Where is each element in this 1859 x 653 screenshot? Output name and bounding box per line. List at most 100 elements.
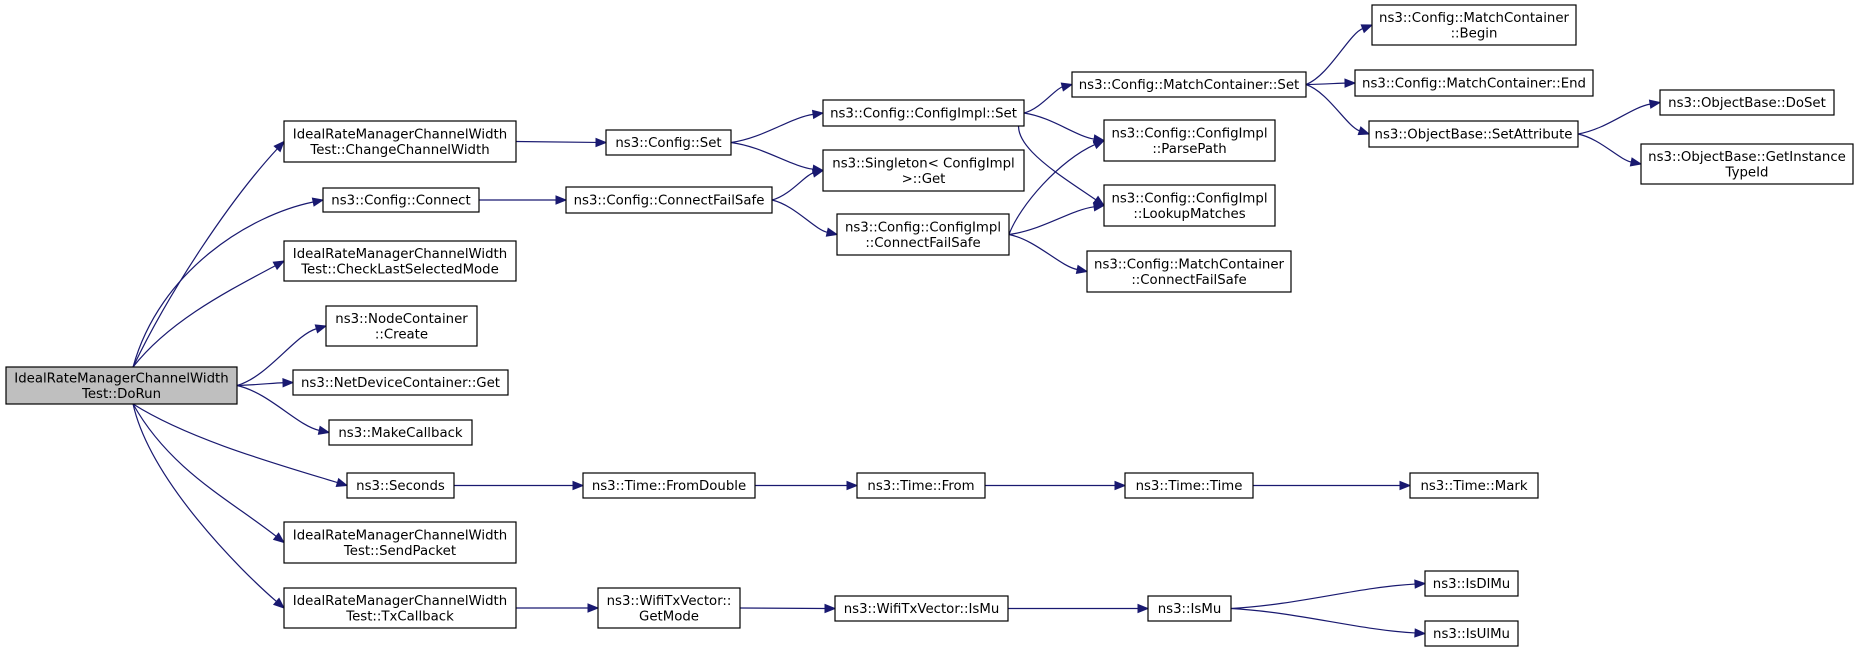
edge-mcset-to-setattr [1305, 83, 1371, 136]
node-singleton[interactable]: ns3::Singleton< ConfigImpl >::Get [822, 149, 1025, 192]
edge-dorun-to-checklast [132, 260, 286, 368]
node-sendpacket[interactable]: IdealRateManagerChannelWidthTest::SendPa… [283, 521, 517, 564]
node-label: ns3::Config::ConnectFailSafe [574, 194, 765, 209]
edge-fromdouble-to-from [754, 480, 859, 491]
node-label: ns3::Config::Connect [331, 194, 470, 209]
call-nodes: IdealRateManagerChannelWidthTest::DoRunI… [5, 4, 1854, 647]
edge-ismu_vec-to-ismu [1008, 603, 1150, 614]
node-label: ns3::Config::ConfigImpl [1111, 191, 1267, 206]
node-label: ::Begin [1451, 26, 1498, 41]
edge-implset-to-lookup [1017, 112, 1106, 207]
edge-mcset-to-mcend [1305, 78, 1357, 88]
node-implset[interactable]: ns3::Config::ConfigImpl::Set [822, 99, 1025, 127]
node-label: >::Get [902, 172, 946, 187]
edge-getmode-to-ismu_vec [739, 603, 837, 614]
node-getmode[interactable]: ns3::WifiTxVector::GetMode [597, 587, 741, 629]
edge-connect-to-connfailsafe [479, 195, 568, 205]
edge-implcfs-to-mccfs [1008, 233, 1089, 275]
edge-time-to-mark [1252, 480, 1412, 491]
edge-connfailsafe-to-implcfs [771, 199, 839, 237]
edge-configset-to-singleton [730, 141, 825, 174]
edge-txcb-to-getmode [515, 603, 600, 613]
node-label: ns3::WifiTxVector::IsMu [844, 602, 1000, 617]
edge-setattr-to-doset [1577, 99, 1662, 135]
node-label: ns3::Config::MatchContainer::Set [1079, 78, 1300, 93]
node-time[interactable]: ns3::Time::Time [1124, 472, 1254, 499]
edge-dorun-to-connect [132, 197, 325, 368]
node-label: ns3::ObjectBase::DoSet [1668, 96, 1826, 111]
node-parsepath[interactable]: ns3::Config::ConfigImpl::ParsePath [1103, 119, 1276, 162]
node-label: ns3::MakeCallback [338, 426, 463, 441]
node-mcbegin[interactable]: ns3::Config::MatchContainer::Begin [1371, 4, 1577, 46]
node-mark[interactable]: ns3::Time::Mark [1409, 472, 1539, 499]
node-label: ns3::IsMu [1158, 602, 1222, 617]
node-seconds[interactable]: ns3::Seconds [346, 472, 455, 499]
edge-dorun-to-netget [236, 378, 295, 388]
node-label: ns3::Time::Time [1136, 479, 1243, 494]
edge-dorun-to-makecb [236, 384, 331, 435]
edge-dorun-to-change [132, 140, 285, 368]
node-label: ::ConnectFailSafe [865, 236, 980, 251]
edge-setattr-to-getinst [1577, 133, 1643, 167]
edge-implcfs-to-parsepath [1008, 139, 1106, 235]
node-fromdouble[interactable]: ns3::Time::FromDouble [582, 472, 756, 499]
node-ismu_vec[interactable]: ns3::WifiTxVector::IsMu [834, 595, 1009, 622]
node-isulmu[interactable]: ns3::IsUlMu [1424, 620, 1519, 647]
node-label: IdealRateManagerChannelWidth [293, 127, 507, 142]
edge-mcset-to-mcbegin [1305, 24, 1374, 86]
edge-configset-to-implset [730, 109, 825, 144]
node-label: ns3::Config::MatchContainer [1094, 257, 1284, 272]
node-nodecreate[interactable]: ns3::NodeContainer::Create [325, 305, 478, 347]
edge-seconds-to-fromdouble [453, 480, 585, 491]
node-label: ns3::Config::Set [615, 136, 721, 151]
node-change[interactable]: IdealRateManagerChannelWidthTest::Change… [283, 120, 517, 163]
node-label: IdealRateManagerChannelWidth [293, 594, 507, 609]
edge-ismu-to-isdlmu [1230, 579, 1427, 610]
node-mcend[interactable]: ns3::Config::MatchContainer::End [1354, 69, 1594, 97]
call-edges [132, 24, 1662, 638]
node-label: ns3::Config::MatchContainer [1379, 11, 1569, 26]
edge-implcfs-to-lookup [1008, 202, 1106, 236]
edge-dorun-to-seconds [132, 403, 349, 487]
node-label: ns3::NetDeviceContainer::Get [301, 376, 500, 391]
node-lookup[interactable]: ns3::Config::ConfigImpl::LookupMatches [1103, 184, 1276, 227]
node-configset[interactable]: ns3::Config::Set [605, 129, 732, 156]
node-checklast[interactable]: IdealRateManagerChannelWidthTest::CheckL… [283, 240, 517, 282]
node-netget[interactable]: ns3::NetDeviceContainer::Get [292, 369, 509, 396]
node-label: ns3::Singleton< ConfigImpl [832, 156, 1014, 171]
node-ismu[interactable]: ns3::IsMu [1147, 595, 1232, 622]
edge-connfailsafe-to-singleton [771, 168, 825, 201]
node-isdlmu[interactable]: ns3::IsDlMu [1424, 570, 1519, 597]
node-label: ns3::ObjectBase::GetInstance [1648, 150, 1846, 165]
node-doset[interactable]: ns3::ObjectBase::DoSet [1659, 89, 1835, 116]
node-label: ns3::Seconds [356, 479, 445, 494]
node-label: TypeId [1725, 165, 1769, 180]
node-label: ns3::Config::ConfigImpl::Set [830, 107, 1017, 122]
edge-implset-to-mcset [1023, 82, 1074, 114]
node-connfailsafe[interactable]: ns3::Config::ConnectFailSafe [565, 186, 773, 214]
node-mcset[interactable]: ns3::Config::MatchContainer::Set [1071, 71, 1307, 98]
node-from[interactable]: ns3::Time::From [856, 472, 986, 499]
node-label: ns3::Time::From [867, 479, 974, 494]
node-label: ::LookupMatches [1133, 207, 1245, 222]
edge-dorun-to-nodecreate [236, 324, 328, 387]
node-label: ::ConnectFailSafe [1131, 273, 1246, 288]
node-label: IdealRateManagerChannelWidth [293, 247, 507, 262]
node-connect[interactable]: ns3::Config::Connect [322, 187, 480, 213]
node-label: IdealRateManagerChannelWidth [14, 371, 228, 386]
node-label: Test::DoRun [81, 387, 161, 402]
node-setattr[interactable]: ns3::ObjectBase::SetAttribute [1368, 120, 1579, 148]
node-label: ns3::ObjectBase::SetAttribute [1375, 128, 1573, 143]
node-label: GetMode [639, 609, 699, 624]
node-label: ns3::Time::FromDouble [592, 479, 746, 494]
node-implcfs[interactable]: ns3::Config::ConfigImpl::ConnectFailSafe [836, 213, 1010, 256]
edge-change-to-configset [515, 137, 608, 148]
node-mccfs[interactable]: ns3::Config::MatchContainer::ConnectFail… [1086, 250, 1292, 293]
node-txcb[interactable]: IdealRateManagerChannelWidthTest::TxCall… [283, 587, 517, 629]
node-label: ns3::IsDlMu [1433, 577, 1510, 592]
node-label: ns3::Time::Mark [1420, 479, 1527, 494]
node-makecb[interactable]: ns3::MakeCallback [328, 419, 473, 446]
